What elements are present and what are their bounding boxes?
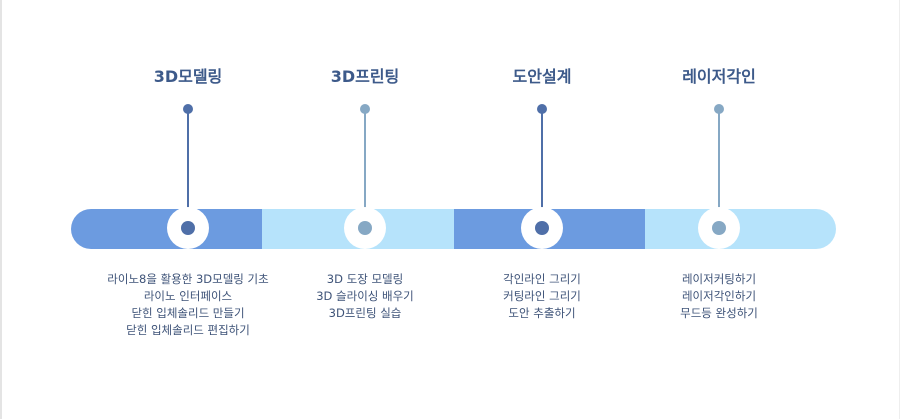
step-title: 3D모델링	[153, 67, 223, 86]
step-item: 3D프린팅 실습	[328, 306, 402, 320]
step-title: 도안설계	[512, 67, 572, 86]
step-connector-line	[187, 109, 189, 225]
step-item: 닫힌 입체솔리드 편집하기	[126, 323, 250, 337]
step-item: 3D 도장 모델링	[326, 272, 404, 286]
step-item: 각인라인 그리기	[503, 272, 581, 286]
step-node	[344, 207, 386, 249]
step-item: 레이저각인하기	[681, 289, 757, 303]
step-item: 커팅라인 그리기	[503, 289, 581, 303]
step-title: 레이저각인	[682, 67, 756, 86]
step-title: 3D프린팅	[330, 67, 400, 86]
step-node	[167, 207, 209, 249]
frame-left-edge	[0, 0, 2, 419]
step-description: 라이노8을 활용한 3D모델링 기초 라이노 인터페이스 닫힌 입체솔리드 만들…	[88, 271, 288, 339]
step-node-dot	[358, 221, 372, 235]
step-node-dot	[181, 221, 195, 235]
step-node-dot	[535, 221, 549, 235]
step-node	[521, 207, 563, 249]
step-description: 각인라인 그리기 커팅라인 그리기 도안 추출하기	[442, 271, 642, 322]
step-item: 라이노8을 활용한 3D모델링 기초	[107, 272, 269, 286]
step-item: 3D 슬라이싱 배우기	[316, 289, 414, 303]
step-description: 3D 도장 모델링 3D 슬라이싱 배우기 3D프린팅 실습	[265, 271, 465, 322]
step-node	[698, 207, 740, 249]
step-item: 레이저커팅하기	[681, 272, 757, 286]
step-node-dot	[712, 221, 726, 235]
timeline-bar-segment	[71, 209, 263, 249]
step-description: 레이저커팅하기 레이저각인하기 무드등 완성하기	[619, 271, 819, 322]
timeline-bar-segment	[644, 209, 836, 249]
step-item: 도안 추출하기	[508, 306, 576, 320]
step-item: 라이노 인터페이스	[143, 289, 233, 303]
step-item: 닫힌 입체솔리드 만들기	[131, 306, 245, 320]
step-connector-line	[541, 109, 543, 225]
step-connector-line	[364, 109, 366, 225]
step-connector-line	[718, 109, 720, 225]
step-item: 무드등 완성하기	[680, 306, 758, 320]
